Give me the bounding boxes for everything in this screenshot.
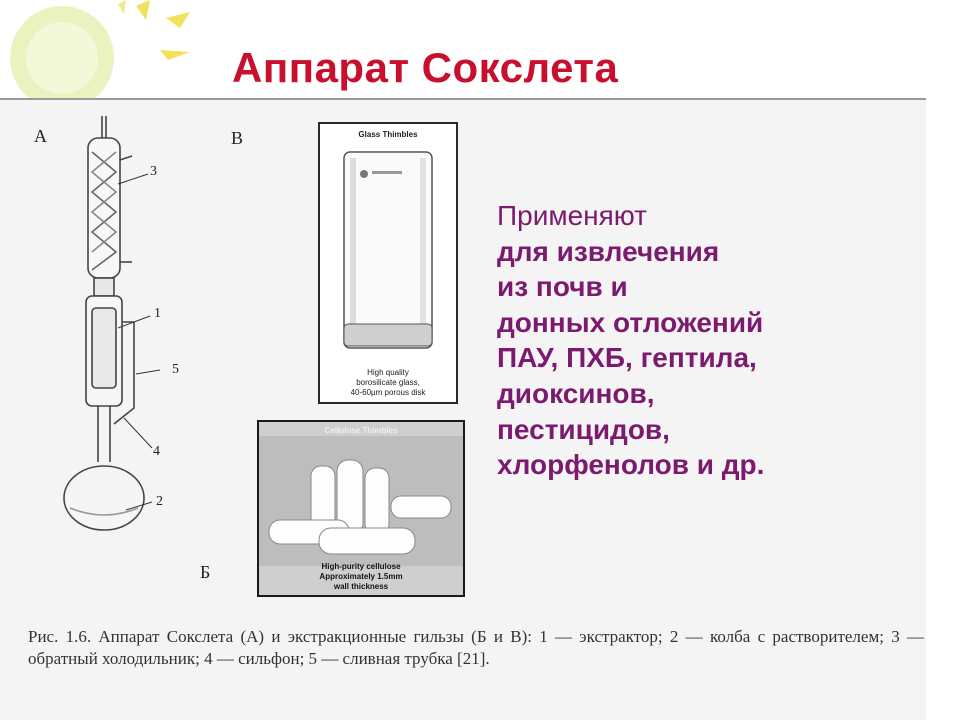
usage-line: пестицидов, [497,413,670,445]
scanned-figure [0,98,926,720]
glass-photo-header: Glass Thimbles [358,130,418,139]
figure-caption: Рис. 1.6. Аппарат Сокслета (А) и экстрак… [28,627,924,668]
glass-thimbles-photo: Glass Thimbles High quality borosilicate… [318,122,458,404]
usage-line: Применяют [497,200,647,231]
part-number-2: 2 [156,494,163,509]
cellulose-caption-line-2: Approximately 1.5mm [319,572,403,581]
part-number-3: 3 [150,164,157,179]
part-number-1: 1 [154,306,161,321]
panel-label-a: А [34,126,47,146]
panel-label-v: В [231,128,244,148]
slide-title: Аппарат Сокслета [232,44,619,91]
cellulose-photo-header: Cellulose Thimbles [324,426,398,435]
cellulose-caption-line-3: wall thickness [333,582,389,591]
usage-text-block: Применяют для извлечения из почв и донны… [497,198,907,483]
cellulose-caption-line-1: High-purity cellulose [321,562,401,571]
usage-line: ПАУ, ПХБ, гептила, [497,342,757,374]
cellulose-thimble-image [259,436,463,566]
usage-line: из почв и [497,271,628,303]
divider [0,98,926,100]
glass-thimble-image [343,151,433,349]
usage-line: хлорфенолов и др. [497,449,765,481]
part-number-5: 5 [172,362,179,377]
cellulose-thimbles-photo: Cellulose Thimbles High-purity cellulose… [257,420,465,597]
usage-line: диоксинов, [497,377,655,409]
usage-line: для извлечения [497,235,720,267]
soxhlet-apparatus-drawing [63,116,161,531]
corner-decoration [10,0,190,110]
glass-caption-line-3: 40-60µm porous disk [350,388,426,397]
panel-label-b: Б [200,562,211,582]
usage-line: донных отложений [497,306,764,338]
glass-caption-line-2: borosilicate glass, [356,378,420,387]
part-number-4: 4 [153,444,160,459]
glass-caption-line-1: High quality [367,368,409,377]
